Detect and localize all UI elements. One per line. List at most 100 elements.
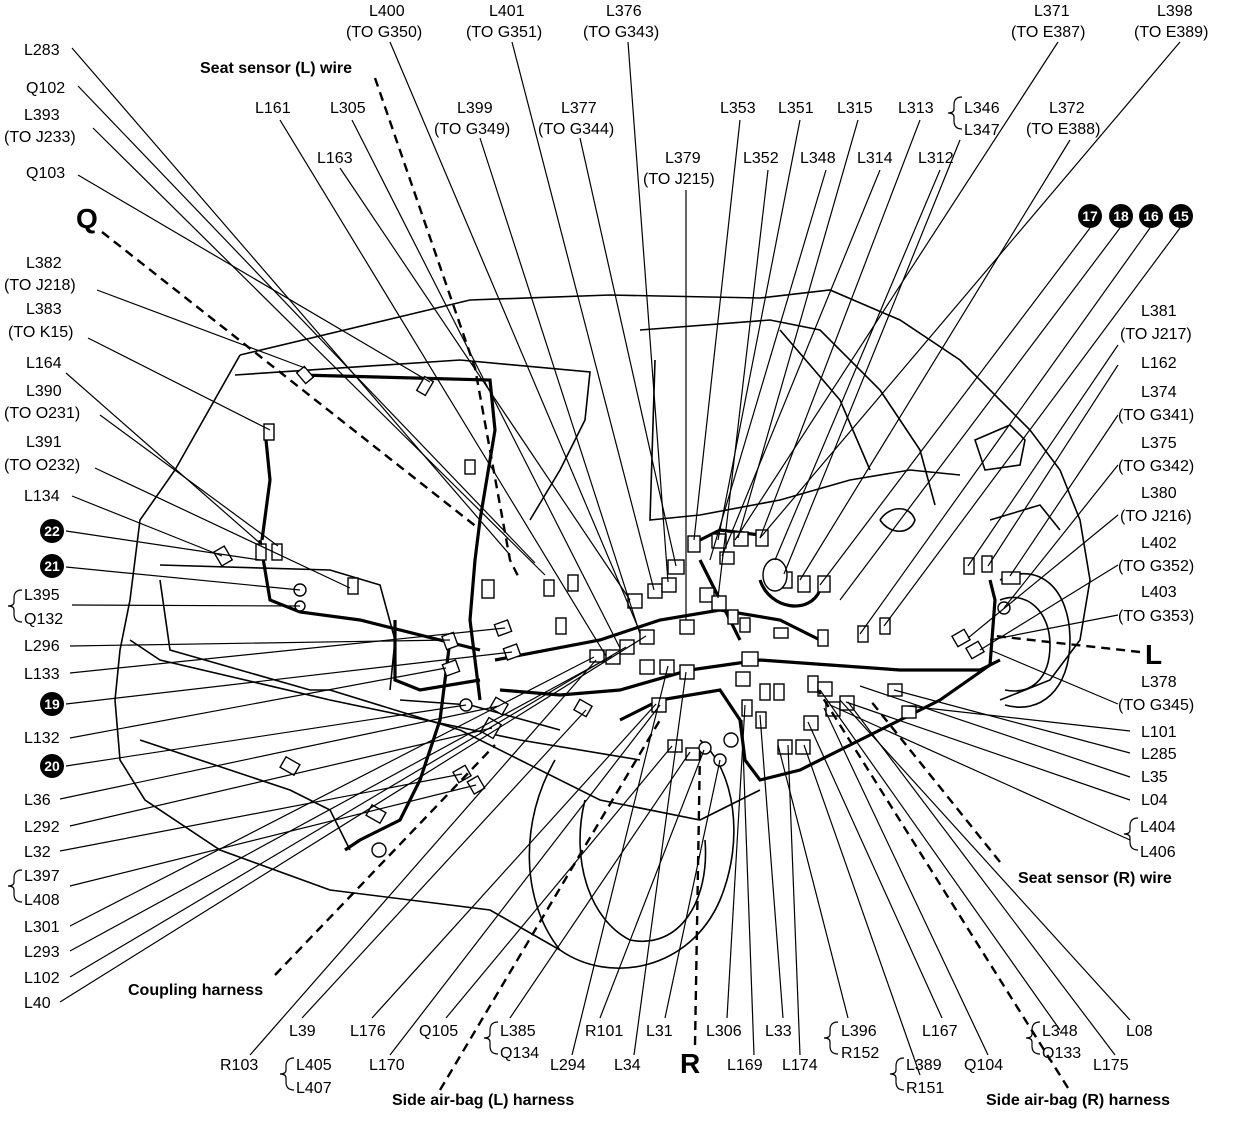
label-L312: L312 [918,150,954,167]
label-R151: R151 [906,1080,944,1097]
label-L314: L314 [857,150,893,167]
badge-21 [40,554,64,578]
label-Q103: Q103 [26,165,65,182]
label-L390: L390 [26,383,62,400]
label-L399: L399 [457,100,493,117]
label-L385: L385 [500,1023,536,1040]
badges: 17 18 16 15 22 21 19 20 [40,204,1193,778]
label-L102: L102 [24,970,60,987]
dashed-reference-lines [101,77,1141,1091]
label-L133: L133 [24,666,60,683]
leader-lines [59,41,1181,1076]
label-L390-to: (TO O231) [4,405,80,422]
label-L403: L403 [1141,584,1177,601]
label-L33: L33 [765,1023,792,1040]
label-L378-to: (TO G345) [1118,697,1194,714]
label-L296: L296 [24,638,60,655]
label-L348-top: L348 [800,150,836,167]
marker-R: R [680,1048,700,1079]
label-L378: L378 [1141,674,1177,691]
label-L375: L375 [1141,435,1177,452]
label-L285: L285 [1141,746,1177,763]
label-L371-to: (TO E387) [1011,24,1085,41]
label-L383-to: (TO K15) [8,324,74,341]
label-L306: L306 [706,1023,742,1040]
label-L352: L352 [743,150,779,167]
badge-18 [1109,204,1133,228]
label-L174: L174 [782,1057,818,1074]
label-L101: L101 [1141,724,1177,741]
label-L372-to: (TO E388) [1026,121,1100,138]
label-L402-to: (TO G352) [1118,558,1194,575]
label-seat-sensor-r: Seat sensor (R) wire [1018,870,1172,887]
label-R103: R103 [220,1057,258,1074]
badge-16-text: 16 [1143,208,1159,224]
badge-20 [40,754,64,778]
label-L401-to: (TO G351) [466,24,542,41]
label-L164: L164 [26,355,62,372]
label-L377-to: (TO G344) [538,121,614,138]
label-L381: L381 [1141,303,1177,320]
label-L406: L406 [1140,844,1176,861]
label-L379-to: (TO J215) [643,171,715,188]
label-L407: L407 [296,1080,332,1097]
label-L408: L408 [24,892,60,909]
label-L376-to: (TO G343) [583,24,659,41]
label-Q134: Q134 [500,1045,539,1062]
label-L292: L292 [24,819,60,836]
label-L371: L371 [1034,3,1070,20]
label-coupling-harness: Coupling harness [128,982,263,999]
label-L294: L294 [550,1057,586,1074]
callout-labels: L283 Q102 L393 (TO J233) Q103 Q L382 (TO… [4,3,1208,1109]
label-L400-to: (TO G350) [346,24,422,41]
label-L353: L353 [720,100,756,117]
label-L347: L347 [964,122,1000,139]
connectors [212,365,1021,858]
label-L132: L132 [24,730,60,747]
label-L377: L377 [561,100,597,117]
label-L402: L402 [1141,535,1177,552]
label-L31: L31 [646,1023,673,1040]
label-L379: L379 [665,150,701,167]
label-seat-sensor-l: Seat sensor (L) wire [200,60,352,77]
label-L382: L382 [26,255,62,272]
label-L40: L40 [24,995,51,1012]
label-R152: R152 [841,1045,879,1062]
badge-15 [1169,204,1193,228]
badge-17-text: 17 [1082,208,1098,224]
label-side-airbag-r: Side air-bag (R) harness [986,1092,1170,1109]
badge-18-text: 18 [1113,208,1129,224]
marker-L: L [1145,639,1162,670]
badge-20-text: 20 [44,758,60,774]
label-L169: L169 [727,1057,763,1074]
label-L176: L176 [350,1023,386,1040]
label-L372: L372 [1049,100,1085,117]
label-L283: L283 [24,42,60,59]
label-L161: L161 [255,100,291,117]
label-L382-to: (TO J218) [4,277,76,294]
label-Q104: Q104 [964,1057,1003,1074]
label-L36: L36 [24,792,51,809]
braces [7,96,1139,1091]
label-L380-to: (TO J216) [1120,508,1192,525]
label-L08: L08 [1126,1023,1153,1040]
label-L374: L374 [1141,384,1177,401]
label-L32: L32 [24,844,51,861]
label-Q102: Q102 [26,80,65,97]
label-L305: L305 [330,100,366,117]
label-L170: L170 [369,1057,405,1074]
label-L381-to: (TO J217) [1120,326,1192,343]
badge-17 [1078,204,1102,228]
label-L293: L293 [24,944,60,961]
label-L04: L04 [1141,792,1168,809]
label-L134: L134 [24,488,60,505]
label-L398-to: (TO E389) [1134,24,1208,41]
badge-15-text: 15 [1173,208,1189,224]
label-L351: L351 [778,100,814,117]
label-L395: L395 [24,587,60,604]
label-L398: L398 [1157,3,1193,20]
label-L391: L391 [26,434,62,451]
label-Q105: Q105 [419,1023,458,1040]
